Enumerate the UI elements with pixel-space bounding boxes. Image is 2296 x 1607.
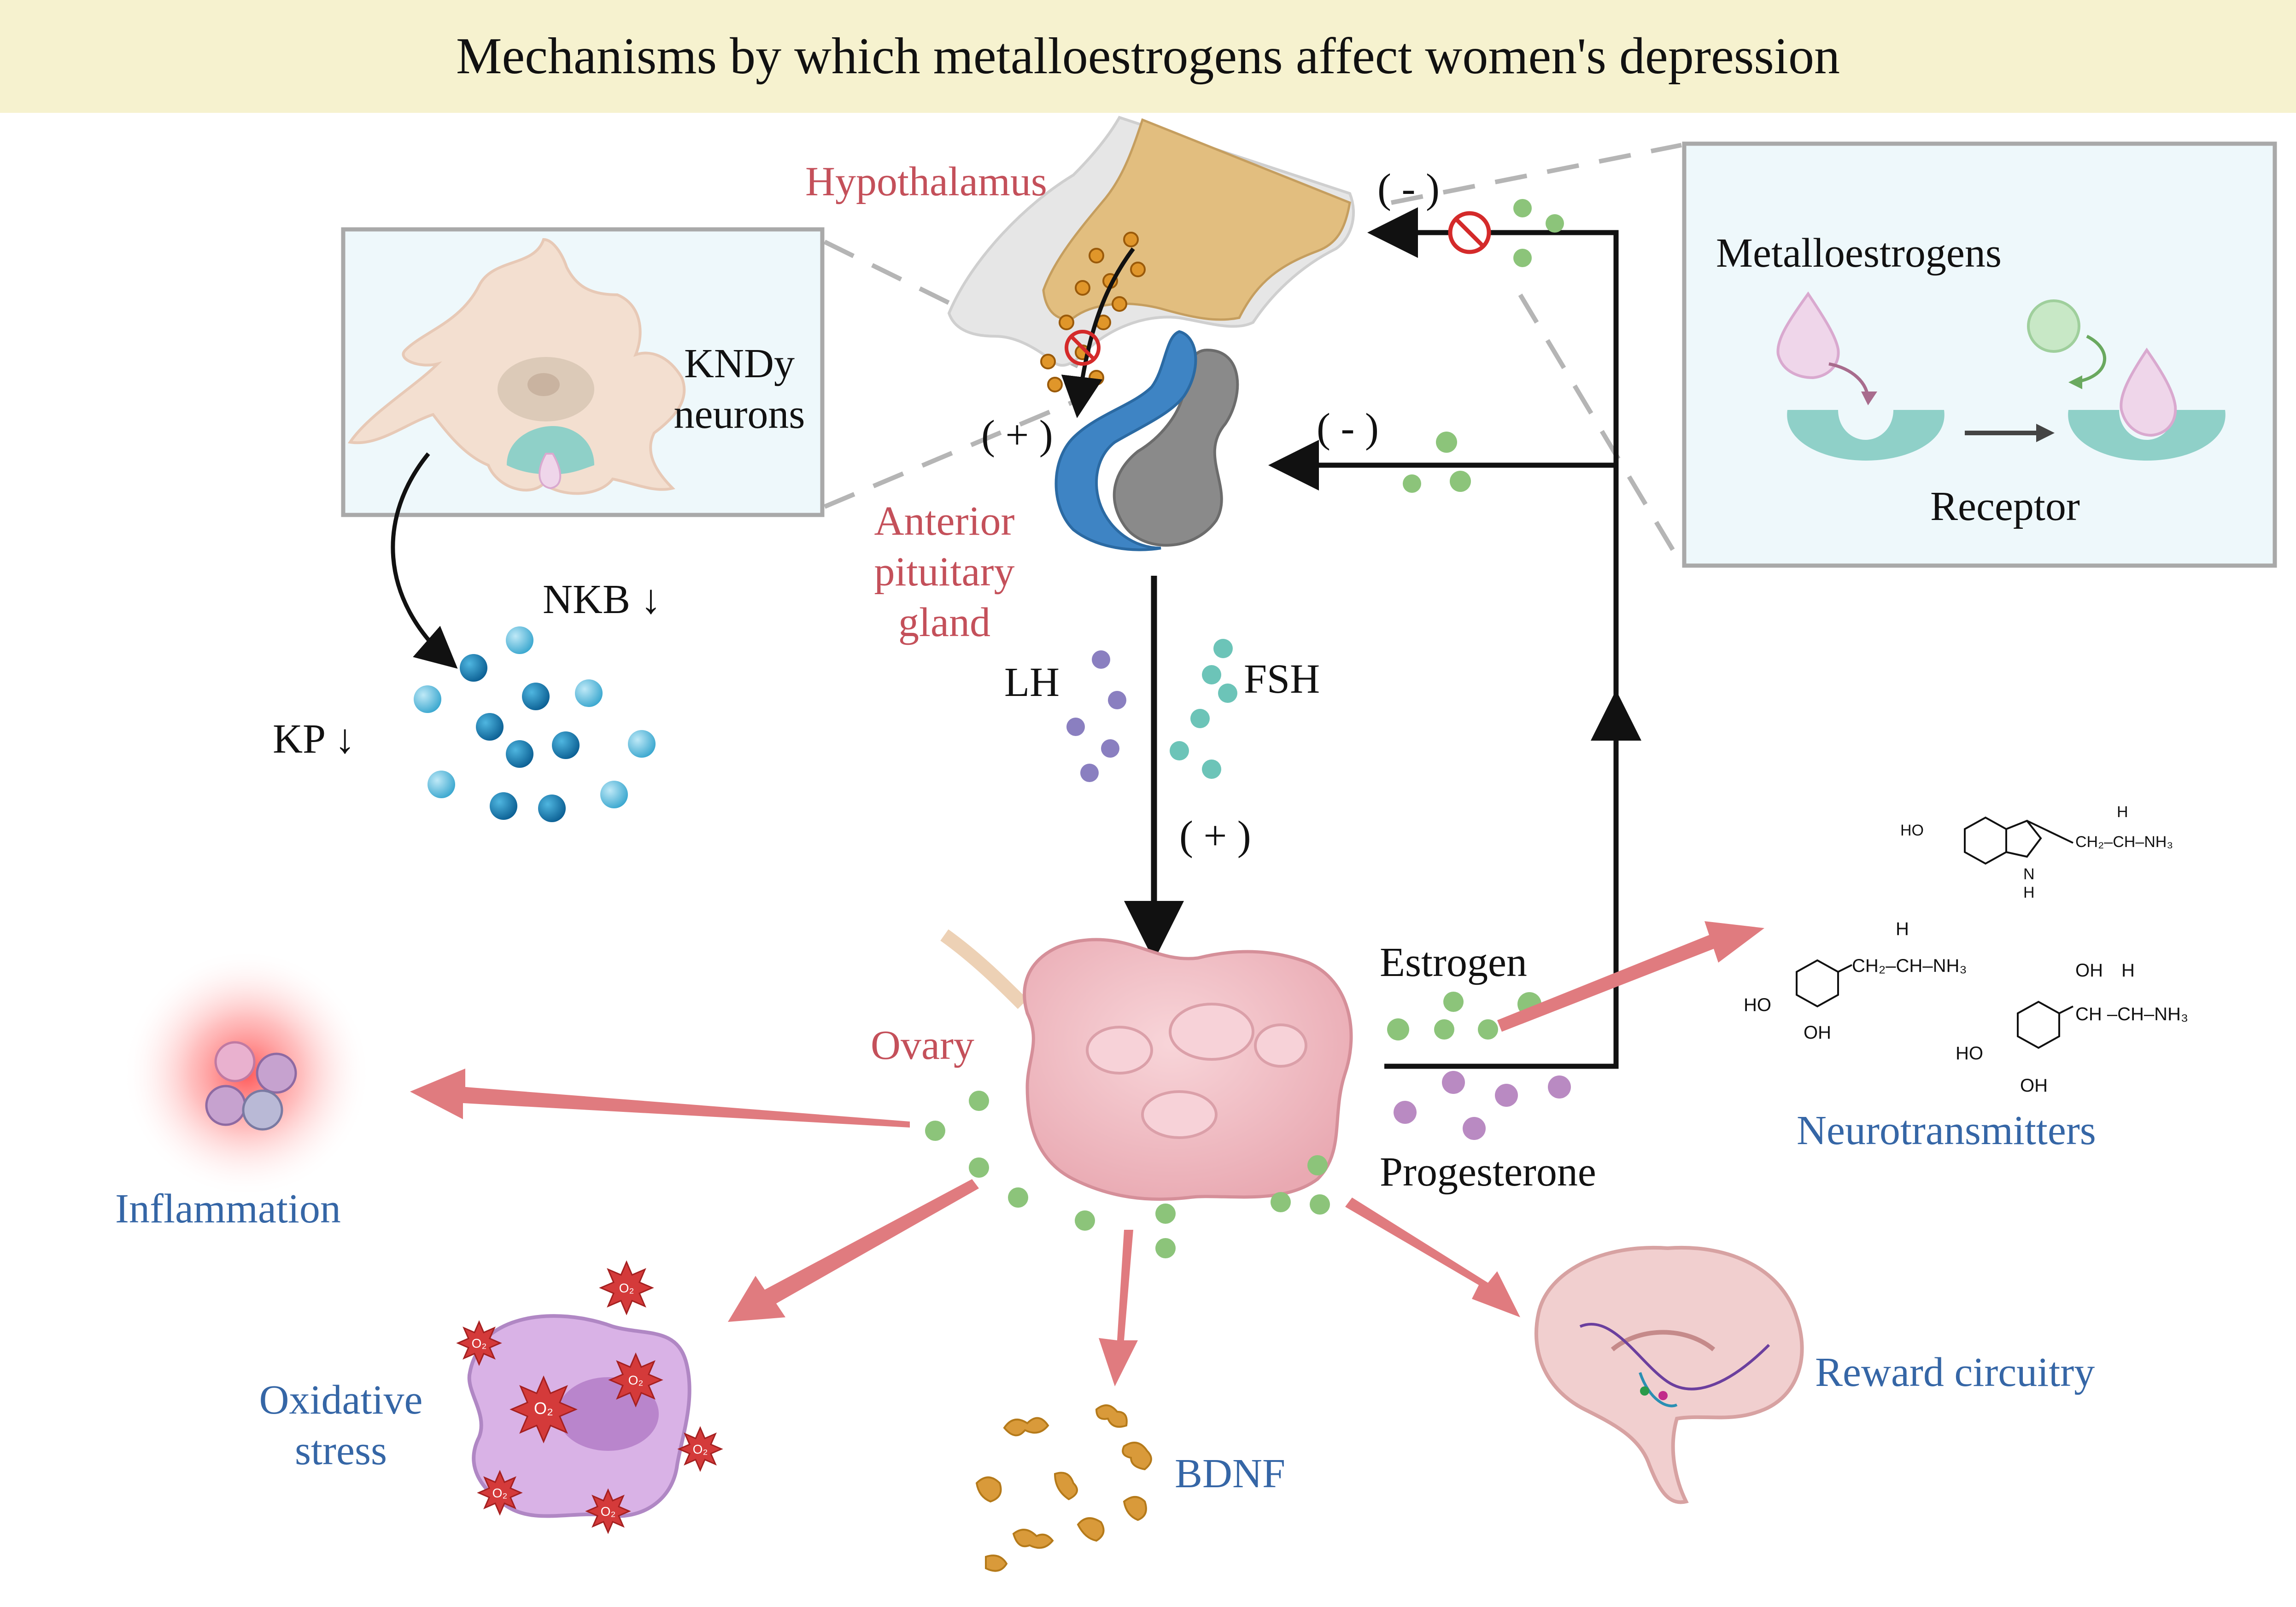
receptor-label: Receptor — [1930, 484, 2080, 529]
serotonin-chain: CH₂–CH–NH₃ — [2075, 833, 2173, 851]
metalloestrogens-label: Metalloestrogens — [1716, 230, 2002, 276]
hypothalamus-label: Hypothalamus — [805, 159, 1047, 205]
inflammation-cells — [122, 949, 371, 1198]
plus-mid-label: ( + ) — [1179, 813, 1251, 859]
plus-top-label: ( + ) — [981, 412, 1053, 458]
norepi-chain: CH –CH–NH₃ — [2075, 1004, 2189, 1024]
norepi-oh-top: OH — [2075, 960, 2103, 981]
feedback-dots — [1403, 199, 1564, 493]
ovary-green-dots — [925, 1091, 1330, 1258]
estrogen-dots — [1387, 992, 1541, 1040]
ovary-label: Ovary — [871, 1023, 974, 1068]
svg-text:O₂: O₂ — [619, 1281, 634, 1295]
bdnf-shapes — [975, 1404, 1152, 1572]
kp-label: KP ↓ — [273, 716, 356, 762]
anterior-label-line1: Anterior — [874, 498, 1015, 544]
minus-top-label: ( - ) — [1377, 166, 1440, 211]
dopamine-oh: OH — [1804, 1023, 1831, 1043]
serotonin-nh: N — [2023, 865, 2035, 883]
svg-text:O₂: O₂ — [492, 1486, 508, 1500]
chem-structures — [1796, 816, 2073, 1049]
svg-text:O₂: O₂ — [601, 1504, 616, 1519]
page-title: Mechanisms by which metalloestrogens aff… — [456, 28, 1840, 85]
norepi-h: H — [2121, 960, 2135, 981]
hypothalamus-pituitary — [947, 116, 1355, 551]
lh-dots — [1066, 650, 1126, 782]
estrogen-label: Estrogen — [1380, 940, 1527, 985]
bdnf-label: BDNF — [1175, 1451, 1286, 1496]
oxidative-label-line2: stress — [295, 1428, 387, 1473]
o2-stars — [456, 1260, 723, 1534]
norepi-oh: OH — [2020, 1075, 2048, 1096]
lh-label: LH — [1004, 660, 1060, 705]
inflammation-label: Inflammation — [115, 1186, 341, 1232]
svg-text:O₂: O₂ — [693, 1442, 708, 1456]
dopamine-chain: CH₂–CH–NH₃ — [1852, 956, 1967, 976]
oxidative-label-line1: Oxidative — [259, 1377, 423, 1423]
dopamine-ho: HO — [1744, 995, 1771, 1015]
serotonin-ho: HO — [1900, 822, 1924, 839]
title-bar — [0, 0, 2296, 113]
minus-mid-label: ( - ) — [1317, 405, 1379, 451]
metalloestrogen-box — [1682, 141, 2277, 568]
fsh-dots — [1170, 639, 1237, 779]
kndy-arrow — [391, 452, 458, 669]
norepi-ho: HO — [1956, 1043, 1983, 1064]
anterior-label-line2: pituitary — [874, 549, 1015, 595]
ovary — [940, 929, 1353, 1201]
fsh-label: FSH — [1244, 656, 1320, 702]
reward-label: Reward circuitry — [1815, 1350, 2095, 1395]
brain-reward — [1534, 1246, 1804, 1504]
anterior-label-line3: gland — [898, 600, 990, 645]
kndy-label-line1: KNDy — [684, 341, 795, 386]
o2-text: O₂ O₂ O₂ O₂ O₂ O₂ O₂ — [472, 1281, 708, 1519]
feedback-loop — [1268, 207, 1641, 1069]
serotonin-nh-h: H — [2023, 884, 2035, 901]
kp-nkb-dots — [414, 626, 656, 822]
effect-arrows — [410, 921, 1764, 1386]
svg-text:O₂: O₂ — [534, 1399, 553, 1418]
neurotransmitters-label: Neurotransmitters — [1797, 1108, 2096, 1153]
kndy-label-line2: neurons — [674, 392, 805, 437]
kndy-box — [341, 227, 825, 517]
dopamine-h: H — [1896, 919, 1909, 939]
svg-text:O₂: O₂ — [628, 1373, 644, 1387]
serotonin-h: H — [2117, 803, 2128, 821]
progesterone-dots — [1394, 1071, 1571, 1140]
svg-text:O₂: O₂ — [472, 1336, 487, 1350]
nkb-label: NKB ↓ — [543, 577, 662, 622]
progesterone-label: Progesterone — [1380, 1149, 1596, 1195]
